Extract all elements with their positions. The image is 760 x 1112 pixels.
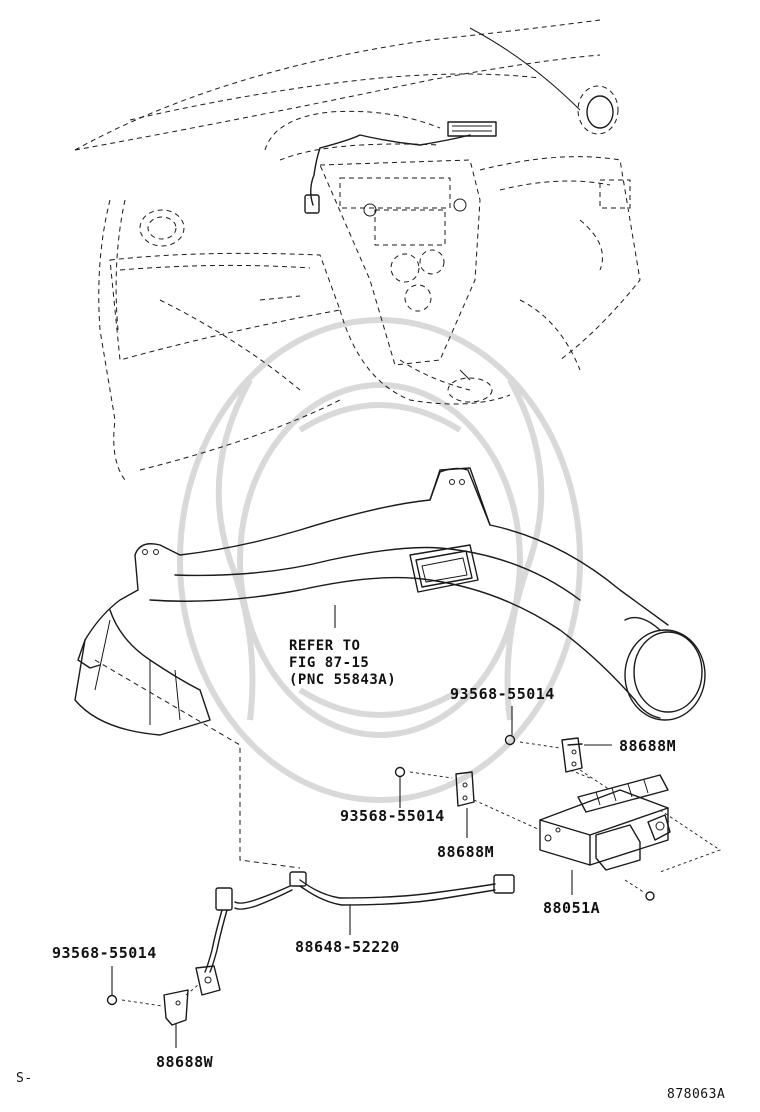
part-number-screw-bottom[interactable]: 93568-55014 [52, 944, 157, 962]
part-number-bracket-top[interactable]: 88688M [619, 737, 677, 755]
part-number-bracket-bottom[interactable]: 88688W [156, 1053, 214, 1071]
bracket-bottom [121, 984, 199, 1048]
refer-note: REFER TO FIG 87-15 (PNC 55843A) [289, 638, 397, 688]
air-duct [74, 467, 706, 736]
part-number-bracket-mid[interactable]: 88688M [437, 843, 495, 861]
part-number-screw-top[interactable]: 93568-55014 [450, 685, 555, 703]
page-prefix: S- [16, 1071, 33, 1086]
watermark-emblem [177, 317, 583, 803]
figure-code: 878063A [667, 1087, 726, 1102]
wire-harness [94, 659, 515, 996]
dashboard-illustration [74, 19, 641, 481]
bracket-top [519, 737, 612, 791]
screw-top [504, 706, 516, 746]
part-number-sensor[interactable]: 88051A [543, 899, 601, 917]
screw-bottom [106, 966, 118, 1006]
part-number-wire-harness[interactable]: 88648-52220 [295, 938, 400, 956]
bracket-mid [409, 771, 541, 838]
sensor-assembly [539, 769, 721, 901]
part-number-screw-mid[interactable]: 93568-55014 [340, 807, 445, 825]
screw-mid [394, 766, 406, 808]
